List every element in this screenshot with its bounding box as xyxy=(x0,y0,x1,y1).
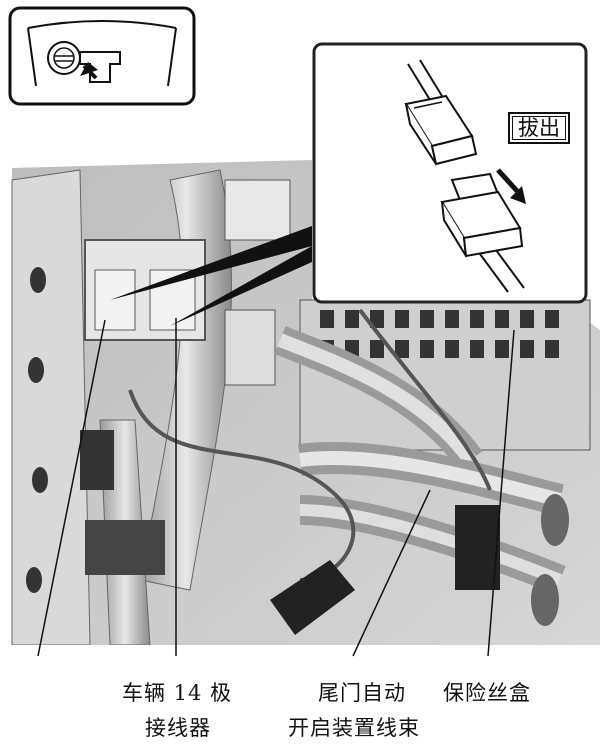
label-fuse-box: 保险丝盒 xyxy=(443,677,531,707)
label-vehicle-connector: 车辆 14 极 xyxy=(122,677,232,707)
label-tailgate-harness-line2: 开启装置线束 xyxy=(288,712,420,742)
label-tailgate-harness: 尾门自动 xyxy=(318,677,406,707)
label-vehicle-connector-line2: 接线器 xyxy=(145,712,211,742)
